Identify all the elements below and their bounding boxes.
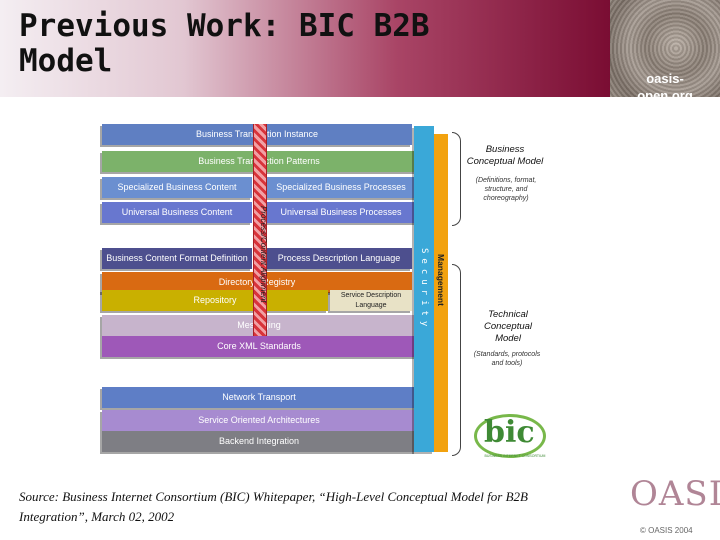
layer-backend-integration: Backend Integration: [102, 431, 416, 452]
alignment-pillar-label: Process/Content Alignment: [259, 206, 268, 303]
layer-repository: Repository: [102, 290, 328, 311]
technical-conceptual-model-heading: Technical Conceptual Model: [483, 309, 533, 344]
security-column: [414, 126, 434, 452]
technical-model-brace: [452, 264, 461, 456]
bic-logo-subtitle: BUSINESS INTERNET CONSORTIUM: [484, 454, 546, 458]
copyright-notice: © OASIS 2004: [640, 526, 693, 535]
management-column: [434, 134, 448, 452]
bic-logo-word: bic: [484, 415, 535, 450]
layer-service-description-language: Service Description Language: [330, 290, 412, 311]
security-label: Security: [419, 248, 429, 332]
slide-title: Previous Work: BIC B2B Model: [19, 8, 430, 79]
source-citation: Source: Business Internet Consortium (BI…: [19, 489, 528, 524]
logo-text: oasis- open.org: [637, 71, 693, 97]
layer-core-xml-standards: Core XML Standards: [102, 336, 416, 357]
title-banner: Previous Work: BIC B2B Model: [0, 0, 610, 97]
layer-process-description-language: Process Description Language: [266, 248, 412, 269]
bic-b2b-model-diagram: Business Transaction Instance Business T…: [98, 124, 568, 456]
oasis-logo-word: OASIS: [630, 474, 720, 514]
business-conceptual-model-heading: Business Conceptual Model: [466, 144, 544, 167]
bic-logo: bic BUSINESS INTERNET CONSORTIUM: [474, 412, 554, 458]
alignment-pillar: [253, 124, 267, 336]
layer-service-oriented-architectures: Service Oriented Architectures: [102, 410, 416, 431]
technical-conceptual-model-note: (Standards, protocols and tools): [473, 351, 541, 367]
oasis-open-logo: oasis- open.org: [610, 0, 720, 97]
layer-business-content-format-definition: Business Content Format Definition: [102, 248, 252, 269]
business-conceptual-model-note: (Definitions, format, structure, and cho…: [475, 177, 537, 202]
layer-specialized-business-processes: Specialized Business Processes: [266, 177, 416, 198]
oasis-logo: OASIS: [630, 472, 720, 524]
layer-universal-business-content: Universal Business Content: [102, 202, 252, 223]
layer-universal-business-processes: Universal Business Processes: [266, 202, 416, 223]
logo-texture: [610, 0, 720, 97]
layer-specialized-business-content: Specialized Business Content: [102, 177, 252, 198]
management-label: Management: [436, 254, 446, 306]
layer-network-transport: Network Transport: [102, 387, 416, 408]
bic-logo-ring: [474, 414, 546, 458]
